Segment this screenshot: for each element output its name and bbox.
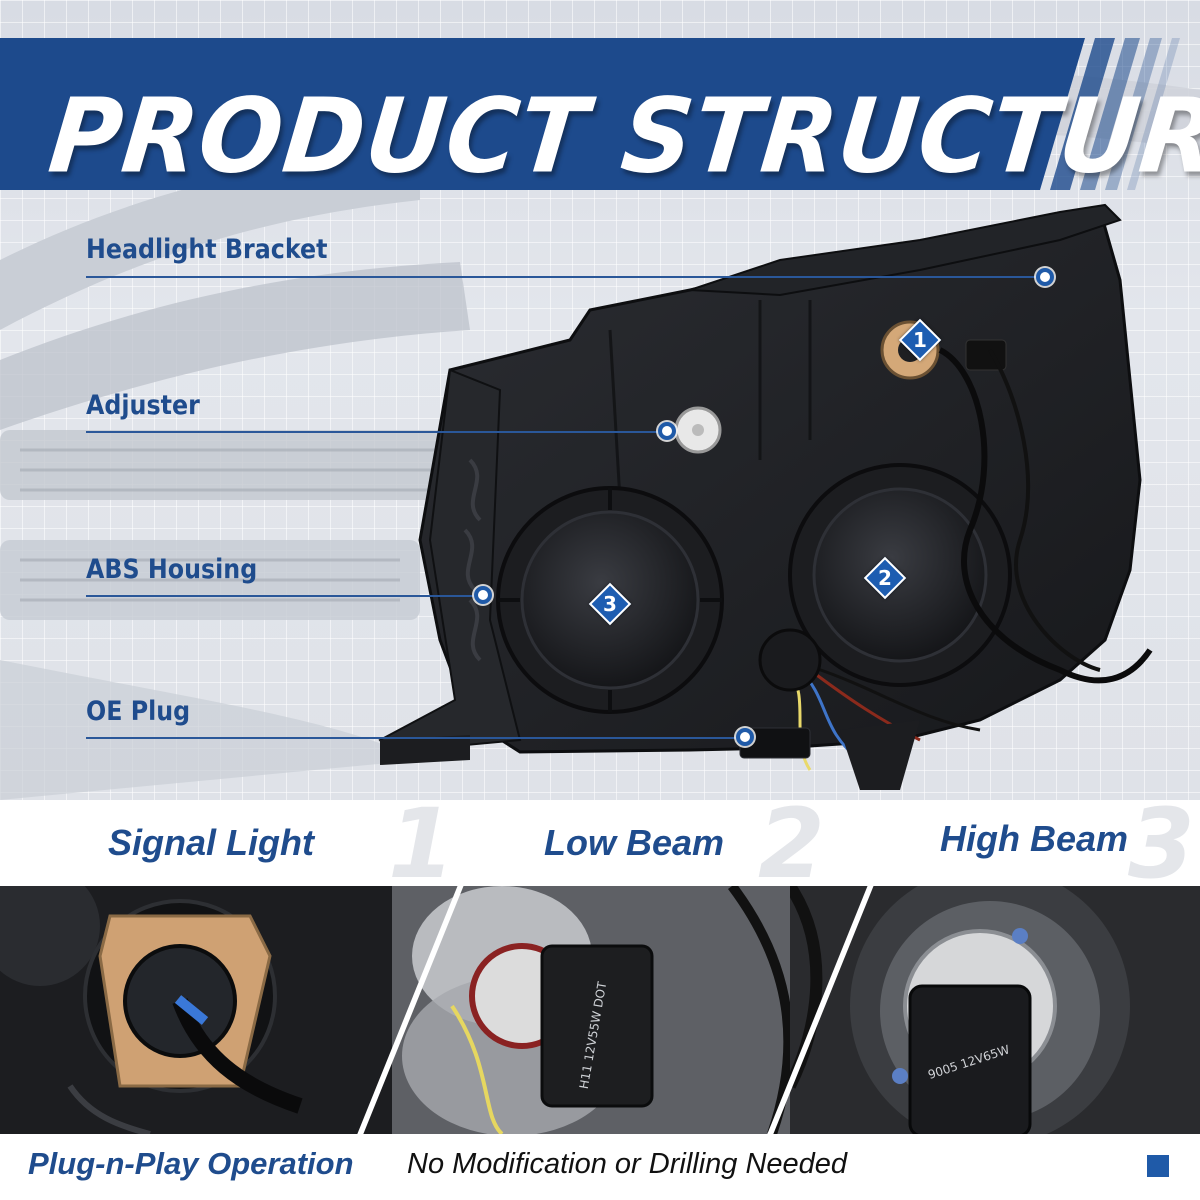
badge-number: 3 bbox=[603, 592, 617, 616]
footer: Plug-n-Play Operation No Modification or… bbox=[0, 1134, 1200, 1200]
headlight-assembly-image bbox=[378, 203, 1153, 790]
footer-highlight: Plug-n-Play Operation bbox=[28, 1146, 354, 1181]
footer-square-icon bbox=[1147, 1155, 1169, 1177]
badge-1: 1 bbox=[898, 318, 942, 362]
badge-number: 1 bbox=[913, 328, 927, 352]
bulb-label-signal-light: Signal Light bbox=[108, 822, 314, 863]
callout-dot bbox=[736, 728, 754, 746]
callout-headlight-bracket: Headlight Bracket bbox=[86, 234, 328, 265]
bulb-number-3: 3 bbox=[1128, 788, 1195, 900]
product-structure-panel: PRODUCT STRUCTURE bbox=[0, 0, 1200, 800]
bulb-label-high-beam: High Beam bbox=[940, 818, 1129, 859]
badge-number: 2 bbox=[878, 566, 892, 590]
badge-3: 3 bbox=[588, 582, 632, 626]
page-title: PRODUCT STRUCTURE bbox=[43, 77, 1200, 197]
banner-shape bbox=[0, 38, 1180, 190]
callout-dot bbox=[474, 586, 492, 604]
footer-text: No Modification or Drilling Needed bbox=[407, 1148, 848, 1180]
bulb-label-band: 1 2 3 Signal Light Low Beam High Beam bbox=[0, 796, 1200, 892]
badge-2: 2 bbox=[863, 556, 907, 600]
callout-adjuster: Adjuster bbox=[86, 390, 200, 421]
bulb-label-low-beam: Low Beam bbox=[544, 822, 725, 863]
callout-dot bbox=[1036, 268, 1054, 286]
bulb-photo-strip: H11 12V55W DOT 9005 12V65W bbox=[0, 886, 1200, 1134]
signal-light-photo bbox=[0, 886, 430, 1134]
callout-line bbox=[86, 737, 736, 739]
callout-line bbox=[86, 276, 1046, 278]
callout-abs-housing: ABS Housing bbox=[86, 554, 258, 585]
callout-line bbox=[86, 595, 476, 597]
title-banner: PRODUCT STRUCTURE bbox=[0, 30, 1200, 197]
callout-dot bbox=[658, 422, 676, 440]
low-beam-photo: H11 12V55W DOT bbox=[392, 886, 822, 1134]
callout-oe-plug: OE Plug bbox=[86, 696, 191, 727]
bulb-number-2: 2 bbox=[758, 788, 825, 900]
bulb-number-1: 1 bbox=[388, 788, 455, 900]
callout-line bbox=[86, 431, 666, 433]
